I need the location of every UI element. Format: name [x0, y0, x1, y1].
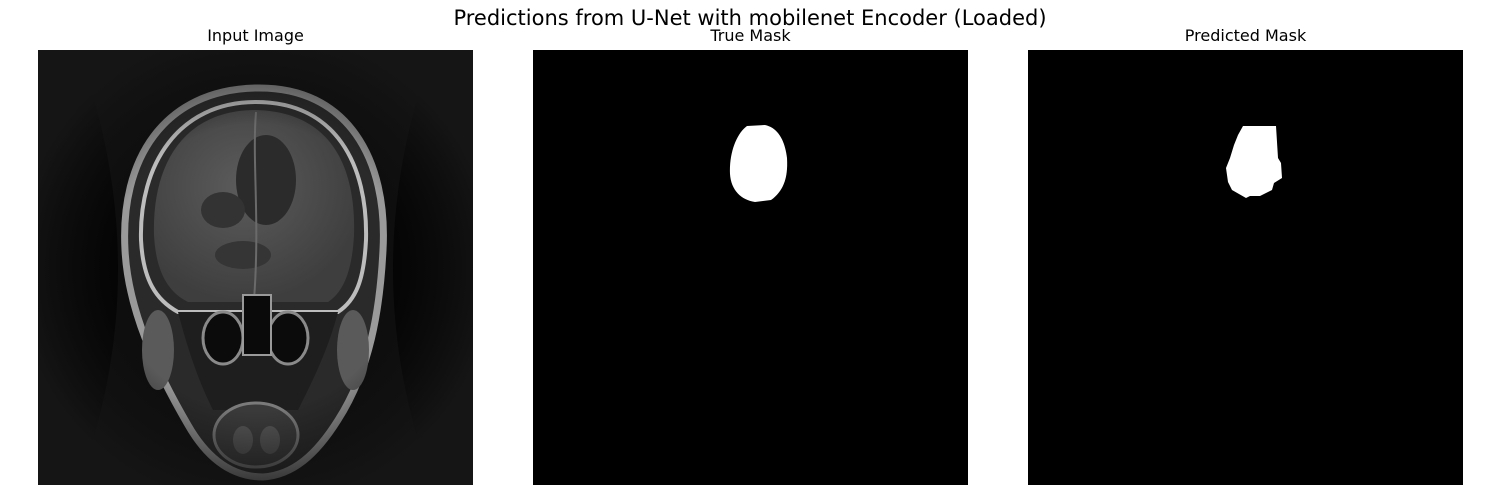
- true-mask-title: True Mask: [710, 26, 791, 45]
- input-image-title: Input Image: [207, 26, 304, 45]
- true-mask-region: [729, 125, 788, 202]
- true-mask-image: [533, 50, 968, 485]
- predicted-mask-title: Predicted Mask: [1184, 26, 1307, 45]
- input-image-panel: [38, 50, 473, 485]
- true-mask-panel: [533, 50, 968, 485]
- mri-scan-image: [38, 50, 473, 485]
- predicted-mask-panel: [1028, 50, 1463, 485]
- predicted-mask-image: [1028, 50, 1463, 485]
- predicted-mask-region: [1226, 126, 1282, 198]
- figure-title: Predictions from U-Net with mobilenet En…: [453, 6, 1047, 30]
